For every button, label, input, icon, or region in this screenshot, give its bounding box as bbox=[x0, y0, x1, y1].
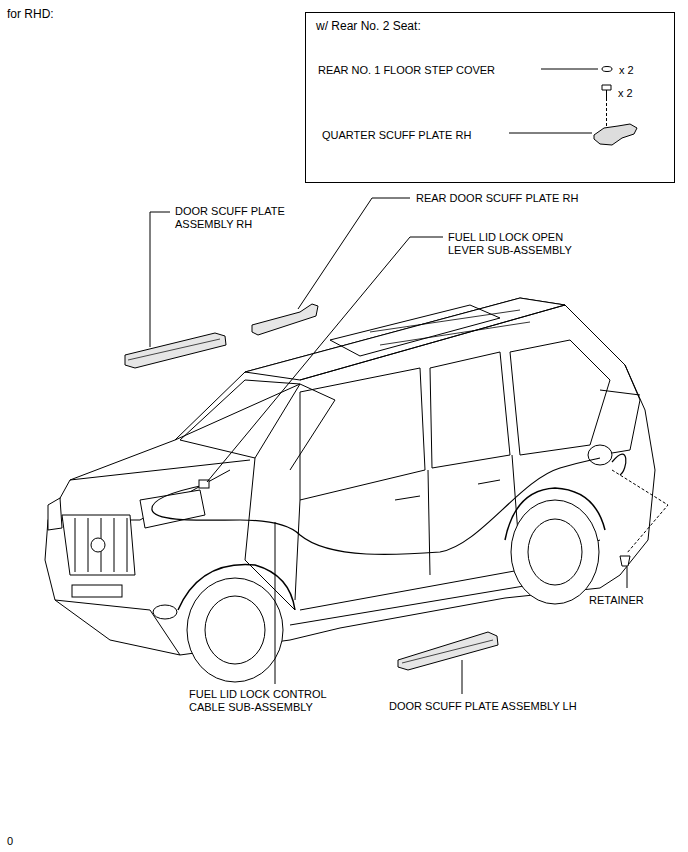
door-scuff-plate-rh bbox=[125, 333, 226, 368]
control-cable bbox=[152, 458, 600, 555]
part-label: DOOR SCUFF PLATE ASSEMBLY RH bbox=[174, 205, 316, 231]
vehicle-body bbox=[0, 0, 655, 655]
condition-heading: w/ Rear No. 2 Seat: bbox=[315, 20, 422, 33]
page-number: 0 bbox=[6, 835, 14, 848]
part-label: FUEL LID LOCK CONTROL CABLE SUB-ASSEMBLY bbox=[188, 688, 355, 714]
part-label: REAR NO. 1 FLOOR STEP COVER bbox=[317, 64, 496, 77]
heading: for RHD: bbox=[6, 8, 55, 21]
dashed-line bbox=[606, 98, 607, 128]
door-scuff-plate-lh bbox=[398, 632, 498, 670]
part-label: FUEL LID LOCK OPEN LEVER SUB-ASSEMBLY bbox=[447, 231, 599, 257]
wheel bbox=[178, 565, 295, 682]
wheel bbox=[505, 488, 605, 604]
leader-line bbox=[150, 198, 627, 694]
leader-line bbox=[509, 133, 592, 134]
fuel-lid bbox=[588, 445, 612, 465]
part-label: x 2 bbox=[618, 64, 635, 77]
floor-step-cover bbox=[602, 67, 612, 72]
part-label: REAR DOOR SCUFF PLATE RH bbox=[415, 192, 579, 205]
leader-line bbox=[541, 69, 598, 70]
part-label: DOOR SCUFF PLATE ASSEMBLY LH bbox=[388, 700, 578, 713]
retainer-symbol bbox=[620, 556, 630, 566]
quarter-scuff-plate bbox=[594, 124, 637, 145]
inset-box: w/ Rear No. 2 Seat: REAR NO. 1 FLOOR STEP… bbox=[305, 12, 675, 183]
rear-door-scuff-plate-rh bbox=[252, 304, 318, 335]
part-label: QUARTER SCUFF PLATE RH bbox=[321, 129, 472, 142]
bolt-symbol bbox=[602, 85, 611, 98]
dashed-line bbox=[612, 470, 668, 553]
part-label: RETAINER bbox=[588, 594, 645, 607]
part-label: x 2 bbox=[617, 87, 634, 100]
